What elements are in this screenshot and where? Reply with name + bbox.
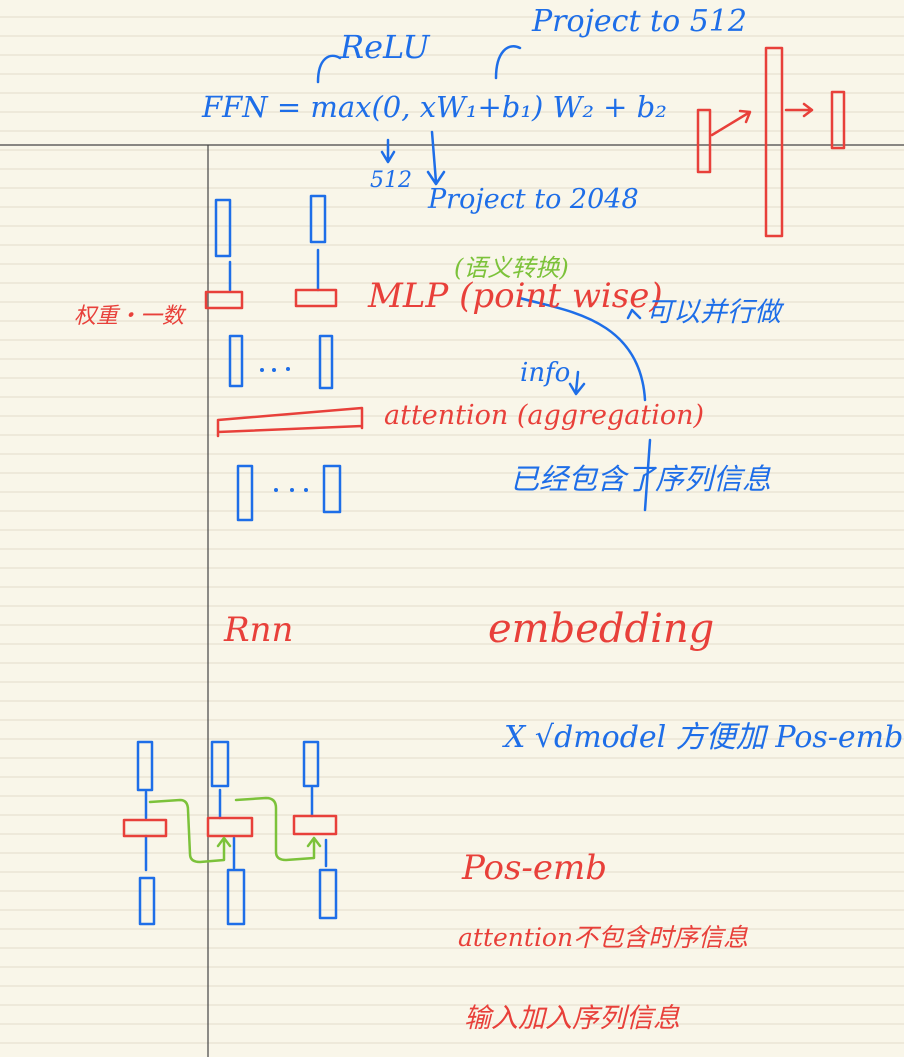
dim-512-note: 512 (370, 168, 412, 193)
ffn-diagram (696, 46, 846, 238)
sequence-arrow (643, 438, 652, 512)
hidden-token-box (228, 334, 244, 388)
add-order-note: 输入加入序列信息 (464, 1003, 680, 1034)
project-512-note: Project to 512 (532, 4, 747, 39)
dim-arrow (380, 138, 396, 164)
project512-arrow (494, 45, 522, 80)
output-token-box (214, 198, 232, 258)
parallel-arrowhead (626, 308, 642, 320)
input-token-box (322, 464, 342, 514)
pos-emb-label: Pos-emb (462, 848, 608, 888)
project-2048-note: Project to 2048 (428, 184, 639, 215)
semantic-conversion-note: (语义转换) (454, 254, 569, 282)
input-token-box (236, 464, 254, 522)
parallel-arrow (518, 296, 647, 402)
recurrent-arrowheads (216, 836, 322, 848)
formula-arrows (316, 45, 522, 186)
rnn-cell (206, 816, 254, 838)
column-link (228, 248, 320, 292)
project2048-arrow (426, 130, 446, 186)
ffn-output-box (830, 90, 846, 150)
recurrent-arrow (234, 796, 316, 862)
rnn-output-box (136, 740, 154, 792)
ffn-wide-box (764, 46, 784, 238)
rnn-input-box (226, 868, 246, 926)
rnn-cell (122, 818, 168, 838)
shared-weights-note: 权重‧一数 (74, 304, 185, 329)
scale-note: X √dmodel 方便加 Pos-emb (504, 720, 904, 755)
rnn-input-box (138, 876, 156, 926)
rnn-input-box (318, 868, 338, 920)
hidden-token-box (318, 334, 334, 390)
attention-label: attention (aggregation) (384, 400, 705, 431)
ellipsis-dots (260, 367, 308, 492)
relu-arrow (316, 54, 342, 84)
mlp-block (294, 288, 338, 308)
ffn-input-box (696, 108, 712, 174)
mlp-attention-blocks (204, 288, 364, 438)
rnn-cell (292, 814, 338, 836)
arrow-project (784, 102, 814, 118)
sequence-info-note: 已经包含了序列信息 (510, 462, 772, 496)
recurrent-arrow (148, 798, 226, 864)
attention-block (216, 406, 364, 438)
rnn-output-box (302, 740, 320, 788)
transformer-diagram (214, 194, 652, 522)
info-note: info (520, 358, 571, 388)
rnn-recurrence (148, 796, 322, 864)
rnn-output-box (210, 740, 230, 788)
ffn-formula: FFN = max(0, xW₁+b₁) W₂ + b₂ (202, 90, 667, 124)
parallel-note: 可以并行做 (646, 297, 781, 328)
attention-order-note: attention不包含时序信息 (458, 923, 749, 952)
output-token-box (309, 194, 327, 244)
rnn-links (144, 786, 328, 872)
arrow-expand (710, 109, 752, 137)
relu-note: ReLU (340, 28, 430, 66)
mlp-block (204, 290, 244, 310)
mlp-label: MLP (point wise) (368, 276, 663, 316)
rnn-cells (122, 814, 338, 838)
info-arrow (568, 370, 586, 396)
rnn-label: Rnn (224, 610, 294, 650)
rnn-token-boxes (136, 740, 338, 926)
embedding-label: embedding (488, 606, 715, 652)
